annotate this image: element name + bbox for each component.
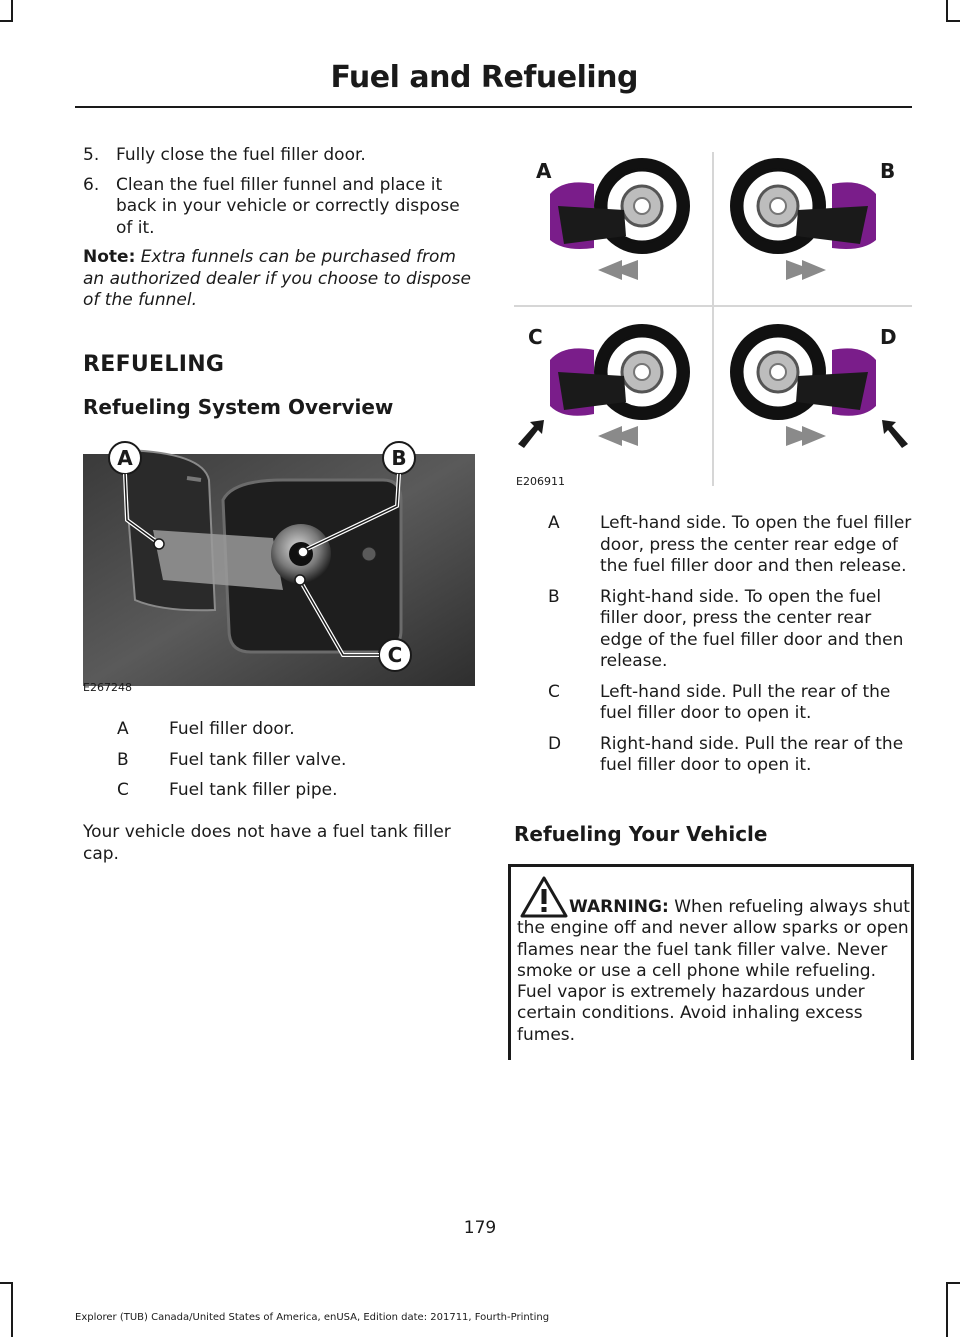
legend-key: A: [117, 719, 129, 739]
subsection-heading: Refueling System Overview: [83, 394, 394, 419]
warning-label: WARNING:: [569, 897, 669, 917]
no-cap-text: Your vehicle does not have a fuel tank f…: [83, 822, 451, 864]
crop-mark: [946, 1282, 948, 1337]
step-text: Fully close the fuel filler door.: [116, 145, 366, 165]
figure-code: E267248: [83, 681, 132, 694]
overview-legend: A Fuel filler door. B Fuel tank filler v…: [83, 719, 475, 802]
page-title: Fuel and Refueling: [330, 60, 638, 95]
legend-text: Right-hand side. To open the fuel filler…: [600, 586, 904, 672]
legend-text: Fuel tank filler valve.: [169, 749, 347, 770]
press-arrow-icon: [518, 420, 544, 448]
legend-text: Right-hand side. Pull the rear of the fu…: [600, 733, 904, 776]
note-text: Extra funnels can be purchased from an a…: [83, 247, 471, 310]
step-5: 5. Fully close the fuel filler door.: [83, 145, 475, 167]
section-heading: REFUELING: [83, 351, 225, 377]
step-number: 6.: [83, 174, 100, 195]
note-label: Note:: [83, 247, 136, 267]
arrow-left-icon: [598, 426, 638, 446]
fuel-filler-door: [121, 448, 217, 612]
crop-mark: [946, 1282, 960, 1284]
arrow-left-icon: [598, 260, 638, 280]
crop-mark: [0, 20, 12, 22]
header-rule: [75, 106, 912, 108]
callout-a: A: [117, 446, 133, 470]
legend-item: C Fuel tank filler pipe.: [83, 780, 475, 802]
callout-a: A: [536, 159, 552, 183]
figure-code: E206911: [516, 475, 565, 488]
legend-key: D: [548, 733, 562, 754]
quadrant-a: A: [536, 158, 690, 280]
callout-d: D: [880, 325, 897, 349]
callout-c: C: [528, 325, 543, 349]
warning-text: WARNING: When refueling always shut the …: [517, 897, 911, 1046]
legend-item: B Fuel tank filler valve.: [83, 750, 475, 772]
arrow-right-icon: [786, 426, 826, 446]
legend-key: C: [548, 681, 560, 702]
legend-key: A: [548, 513, 560, 533]
warning-body: When refueling always shut the engine of…: [517, 897, 910, 1045]
legend-key: B: [548, 586, 560, 607]
fuel-filler-photo: A B C: [83, 441, 475, 686]
left-column: 5. Fully close the fuel filler door. 6. …: [83, 145, 475, 419]
fuel-door-diagram: A B C D: [514, 152, 912, 486]
step-number: 5.: [83, 145, 100, 165]
crop-mark: [0, 1282, 12, 1284]
note: Note: Extra funnels can be purchased fro…: [83, 247, 475, 312]
quadrant-d: D: [730, 324, 908, 448]
door-legend: A Left-hand side. To open the fuel fille…: [514, 513, 912, 777]
legend-item: B Right-hand side. To open the fuel fill…: [514, 587, 912, 673]
callout-b: B: [880, 159, 895, 183]
footer-text: Explorer (TUB) Canada/United States of A…: [75, 1312, 550, 1323]
callout-b: B: [391, 446, 406, 470]
crop-mark: [946, 20, 960, 22]
step-6: 6. Clean the fuel filler funnel and plac…: [83, 175, 475, 240]
quadrant-c: C: [518, 324, 690, 448]
warning-box: WARNING: When refueling always shut the …: [508, 864, 914, 1060]
legend-text: Left-hand side. To open the fuel filler …: [600, 513, 912, 576]
crop-mark: [946, 0, 948, 22]
crop-mark: [11, 0, 13, 22]
press-arrow-icon: [882, 420, 908, 448]
callout-c: C: [388, 643, 403, 667]
legend-text: Fuel tank filler pipe.: [169, 780, 338, 800]
warning-triangle-icon: [520, 876, 568, 918]
legend-key: C: [117, 780, 129, 800]
door-hinge: [153, 530, 283, 590]
step-text: Clean the fuel filler funnel and place i…: [116, 174, 460, 238]
legend-text: Fuel filler door.: [169, 719, 295, 739]
subsection-heading: Refueling Your Vehicle: [514, 822, 768, 846]
page-number: 179: [463, 1218, 497, 1238]
legend-item: A Fuel filler door.: [83, 719, 475, 741]
legend-key: B: [117, 749, 129, 770]
legend-item: C Left-hand side. Pull the rear of the f…: [514, 682, 912, 725]
legend-item: A Left-hand side. To open the fuel fille…: [514, 513, 912, 578]
crop-mark: [11, 1282, 13, 1337]
legend-item: D Right-hand side. Pull the rear of the …: [514, 734, 912, 777]
arrow-right-icon: [786, 260, 826, 280]
quadrant-b: B: [730, 158, 895, 280]
legend-text: Left-hand side. Pull the rear of the fue…: [600, 681, 891, 724]
